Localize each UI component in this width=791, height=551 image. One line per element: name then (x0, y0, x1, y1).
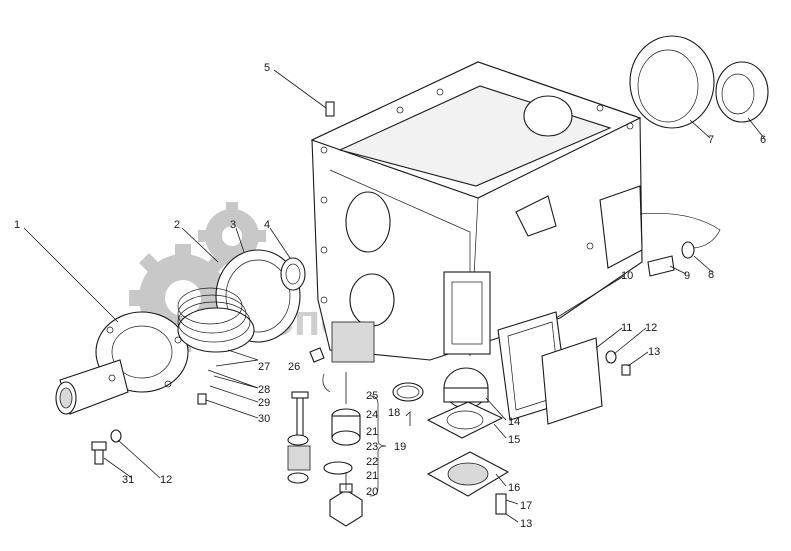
callout-31: 31 (122, 474, 134, 486)
part-12-washer-bottom (110, 429, 122, 443)
part-15-filter-gasket (426, 401, 504, 439)
callout-6: 6 (760, 134, 766, 146)
gearbox-housing (310, 61, 643, 363)
part-12-washer-top (605, 350, 617, 364)
part-1-shaft-flange (55, 311, 189, 415)
part-25-bolt (291, 391, 309, 441)
part-24-filter-sleeve (331, 408, 361, 446)
callout-5: 5 (264, 62, 270, 74)
callout-12-bottom: 12 (160, 474, 172, 486)
part-17-bolt-bottom (495, 493, 507, 515)
part-11-cover-plate (541, 337, 603, 425)
callout-leader-lines (23, 69, 765, 523)
callout-29: 29 (258, 397, 270, 409)
callout-labels: 1 2 3 4 5 6 7 8 9 10 11 12 13 26 27 28 2… (14, 62, 766, 530)
part-18-o-ring (392, 382, 424, 402)
part-6-bearing-cup (715, 61, 769, 123)
part-5-breather (325, 101, 335, 117)
part-30-grease-fitting (197, 393, 207, 405)
callout-20: 20 (366, 486, 378, 498)
callout-30: 30 (258, 413, 270, 425)
callout-15: 15 (508, 434, 520, 446)
part-13-bolt-top (621, 364, 631, 376)
callout-13-bottom: 13 (520, 518, 532, 530)
callout-10: 10 (621, 270, 633, 282)
callout-18: 18 (388, 407, 400, 419)
part-27-28-seal-springs (177, 287, 255, 353)
callout-17: 17 (520, 500, 532, 512)
housing-bolt-holes (320, 88, 634, 304)
part-4-seal-ring (280, 257, 306, 291)
part-20-drain-plug (329, 483, 363, 527)
part-31-bolt (91, 441, 107, 465)
part-26-nut (309, 347, 325, 363)
callout-24: 24 (366, 409, 378, 421)
callout-23: 23 (366, 441, 378, 453)
part-8-washer (681, 241, 695, 259)
part-16-filter-base (426, 451, 510, 497)
part-7-ring-gear (629, 35, 715, 129)
callout-22: 22 (366, 456, 378, 468)
callout-1: 1 (14, 219, 20, 231)
callout-25: 25 (366, 390, 378, 402)
callout-9: 9 (684, 270, 690, 282)
callout-28: 28 (258, 384, 270, 396)
callout-11: 11 (621, 322, 632, 334)
callout-27: 27 (258, 361, 270, 373)
callout-16: 16 (508, 482, 520, 494)
part-22-washer (323, 461, 353, 475)
callout-19: 19 (394, 441, 406, 453)
callout-26: 26 (288, 361, 300, 373)
part-21-spacer (287, 434, 309, 484)
callout-13-top: 13 (648, 346, 660, 358)
part-14-filter-cap (443, 367, 489, 409)
callout-7: 7 (708, 134, 714, 146)
part-23-filter-element (287, 445, 311, 471)
callout-4: 4 (264, 219, 270, 231)
callout-14: 14 (508, 416, 520, 428)
callout-2: 2 (174, 219, 180, 231)
callout-8: 8 (708, 269, 714, 281)
part-9-bolt (647, 255, 675, 277)
callout-21-lower: 21 (366, 470, 378, 482)
callout-21-upper: 21 (366, 426, 378, 438)
callout-12-top: 12 (645, 322, 657, 334)
callout-3: 3 (230, 219, 236, 231)
